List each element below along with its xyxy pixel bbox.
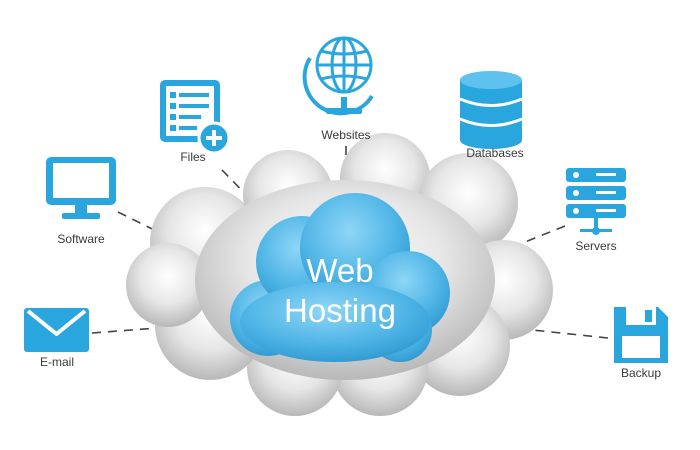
label-software: Software — [57, 232, 105, 246]
floppy-icon — [614, 307, 668, 363]
center-title-line1: Web — [306, 252, 374, 289]
label-files: Files — [180, 150, 206, 164]
label-servers: Servers — [575, 239, 617, 253]
label-websites: Websites — [321, 128, 371, 142]
label-databases: Databases — [466, 146, 524, 160]
files-icon — [160, 80, 231, 155]
label-backup: Backup — [620, 366, 662, 380]
database-icon — [459, 71, 523, 149]
label-email: E-mail — [39, 355, 75, 369]
center-cloud — [230, 193, 450, 362]
globe-icon — [302, 36, 374, 116]
email-icon — [24, 308, 89, 352]
center-title-line2: Hosting — [284, 292, 396, 329]
server-icon — [566, 168, 626, 235]
monitor-icon — [46, 157, 116, 219]
